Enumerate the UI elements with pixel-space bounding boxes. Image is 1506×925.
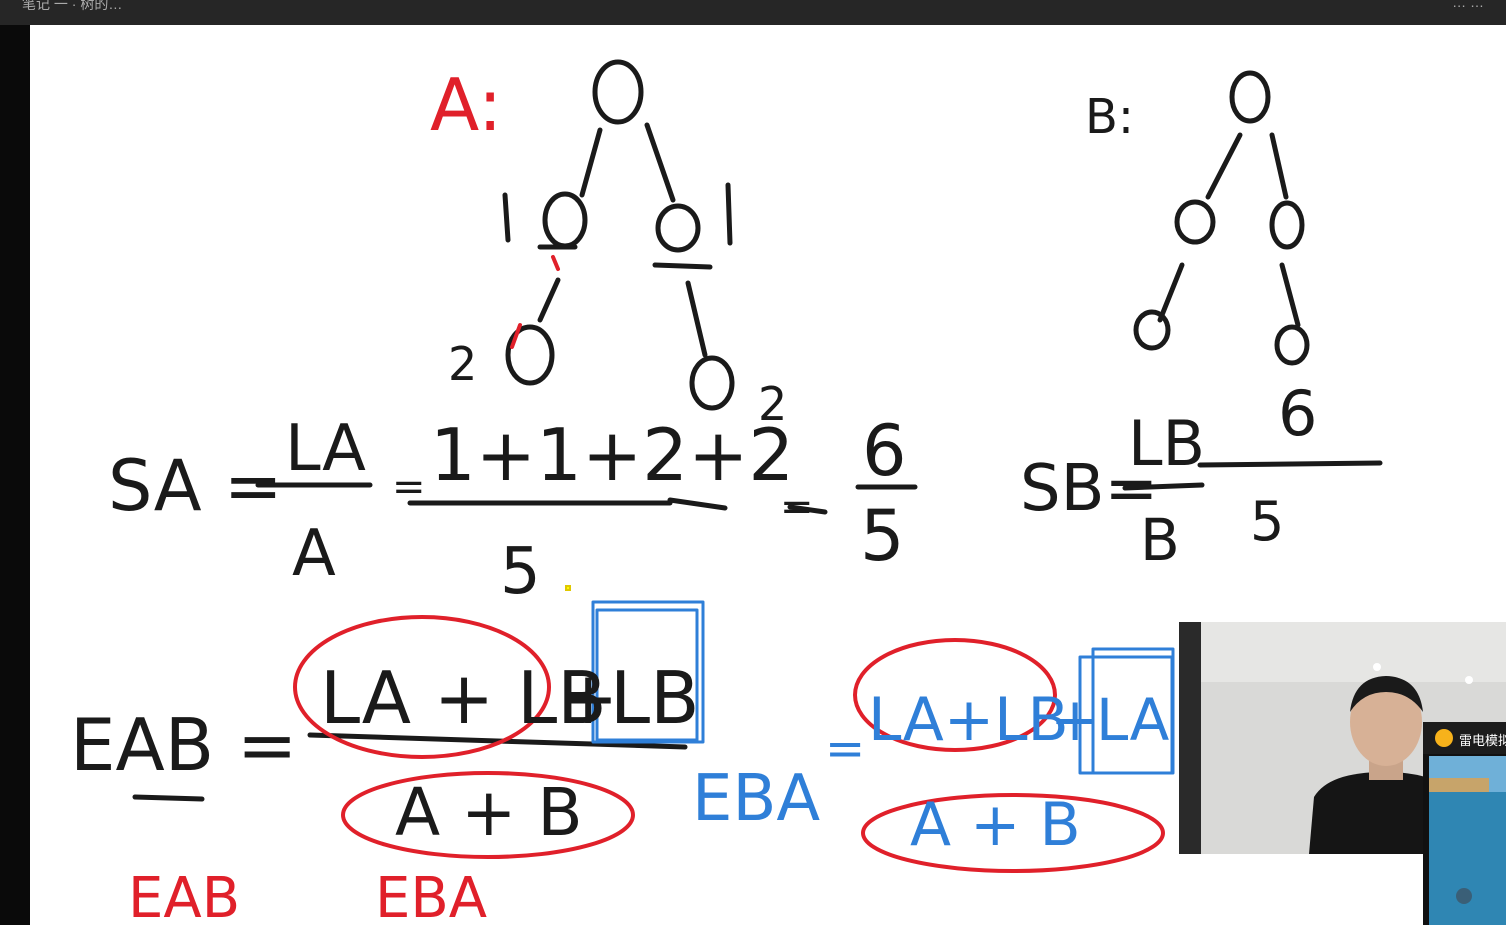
emulator-game-view[interactable] bbox=[1429, 756, 1506, 925]
sb-result-numerator: 6 bbox=[1278, 377, 1317, 450]
eab-numerator-lb: LB bbox=[610, 656, 700, 740]
tree-b bbox=[1133, 70, 1310, 366]
sa-sum: 1+1+2+2 bbox=[430, 413, 794, 497]
eab-label: EAB = bbox=[70, 703, 297, 787]
selection-boxes bbox=[591, 600, 1175, 775]
eba-equals: = bbox=[825, 721, 865, 777]
bottom-eab: EAB bbox=[128, 866, 240, 925]
eab-denominator: A + B bbox=[395, 774, 583, 851]
whiteboard-drawing: A: B: 2 2 SA = LA A = 1+1+2+2 5 = 6 5 SB… bbox=[70, 59, 1383, 925]
bottom-eba: EBA bbox=[375, 866, 487, 925]
sa-denominator: A bbox=[292, 517, 336, 591]
emulator-logo-icon bbox=[1435, 729, 1453, 747]
sa-result-denominator: 5 bbox=[860, 495, 905, 577]
emulator-name: 雷电模拟器 bbox=[1459, 733, 1506, 748]
tree-a bbox=[502, 59, 735, 411]
window-right-text: … … bbox=[1452, 0, 1484, 10]
tree-a-label: A: bbox=[430, 63, 502, 147]
sb-label: SB= bbox=[1020, 452, 1158, 526]
sb-denominator: B bbox=[1140, 506, 1180, 574]
eab-numerator-ab: LA + LB bbox=[320, 656, 607, 740]
sb-result-denominator: 5 bbox=[1250, 490, 1284, 553]
sa-label: SA = bbox=[108, 445, 283, 527]
equals-sign-2: = bbox=[780, 484, 814, 530]
eba-numerator-la: LA bbox=[1096, 686, 1170, 754]
sa-numerator: LA bbox=[285, 412, 366, 486]
tree-a-depth-2-left: 2 bbox=[448, 337, 477, 391]
sb-numerator: LB bbox=[1128, 407, 1205, 480]
sa-sum-denominator: 5 bbox=[500, 535, 541, 609]
emulator-panel[interactable]: 雷电模拟器 bbox=[1423, 722, 1506, 925]
cursor-marker bbox=[565, 585, 571, 591]
fraction-lines bbox=[132, 460, 1383, 802]
tree-a-depth-2-right: 2 bbox=[758, 377, 787, 431]
red-ovals bbox=[293, 615, 1165, 873]
sa-result-numerator: 6 bbox=[862, 410, 907, 492]
eba-numerator-ab: LA+LB bbox=[868, 685, 1069, 755]
eab-numerator-plus: + bbox=[558, 656, 618, 740]
tree-b-label: B: bbox=[1085, 89, 1134, 145]
window-title-bar: 笔记 一 · 树的… … … bbox=[0, 0, 1506, 25]
whiteboard-canvas[interactable]: A: B: 2 2 SA = LA A = 1+1+2+2 5 = 6 5 SB… bbox=[30, 25, 1506, 925]
equals-sign: = bbox=[392, 464, 426, 510]
window-title: 笔记 一 · 树的… bbox=[22, 0, 123, 12]
tree-a-red-marks bbox=[510, 255, 560, 349]
left-edge bbox=[0, 25, 30, 925]
eba-denominator: A + B bbox=[910, 790, 1081, 860]
eba-label: EBA bbox=[692, 762, 820, 836]
eba-numerator-plus: + bbox=[1050, 685, 1100, 755]
emulator-header[interactable]: 雷电模拟器 bbox=[1423, 722, 1506, 754]
